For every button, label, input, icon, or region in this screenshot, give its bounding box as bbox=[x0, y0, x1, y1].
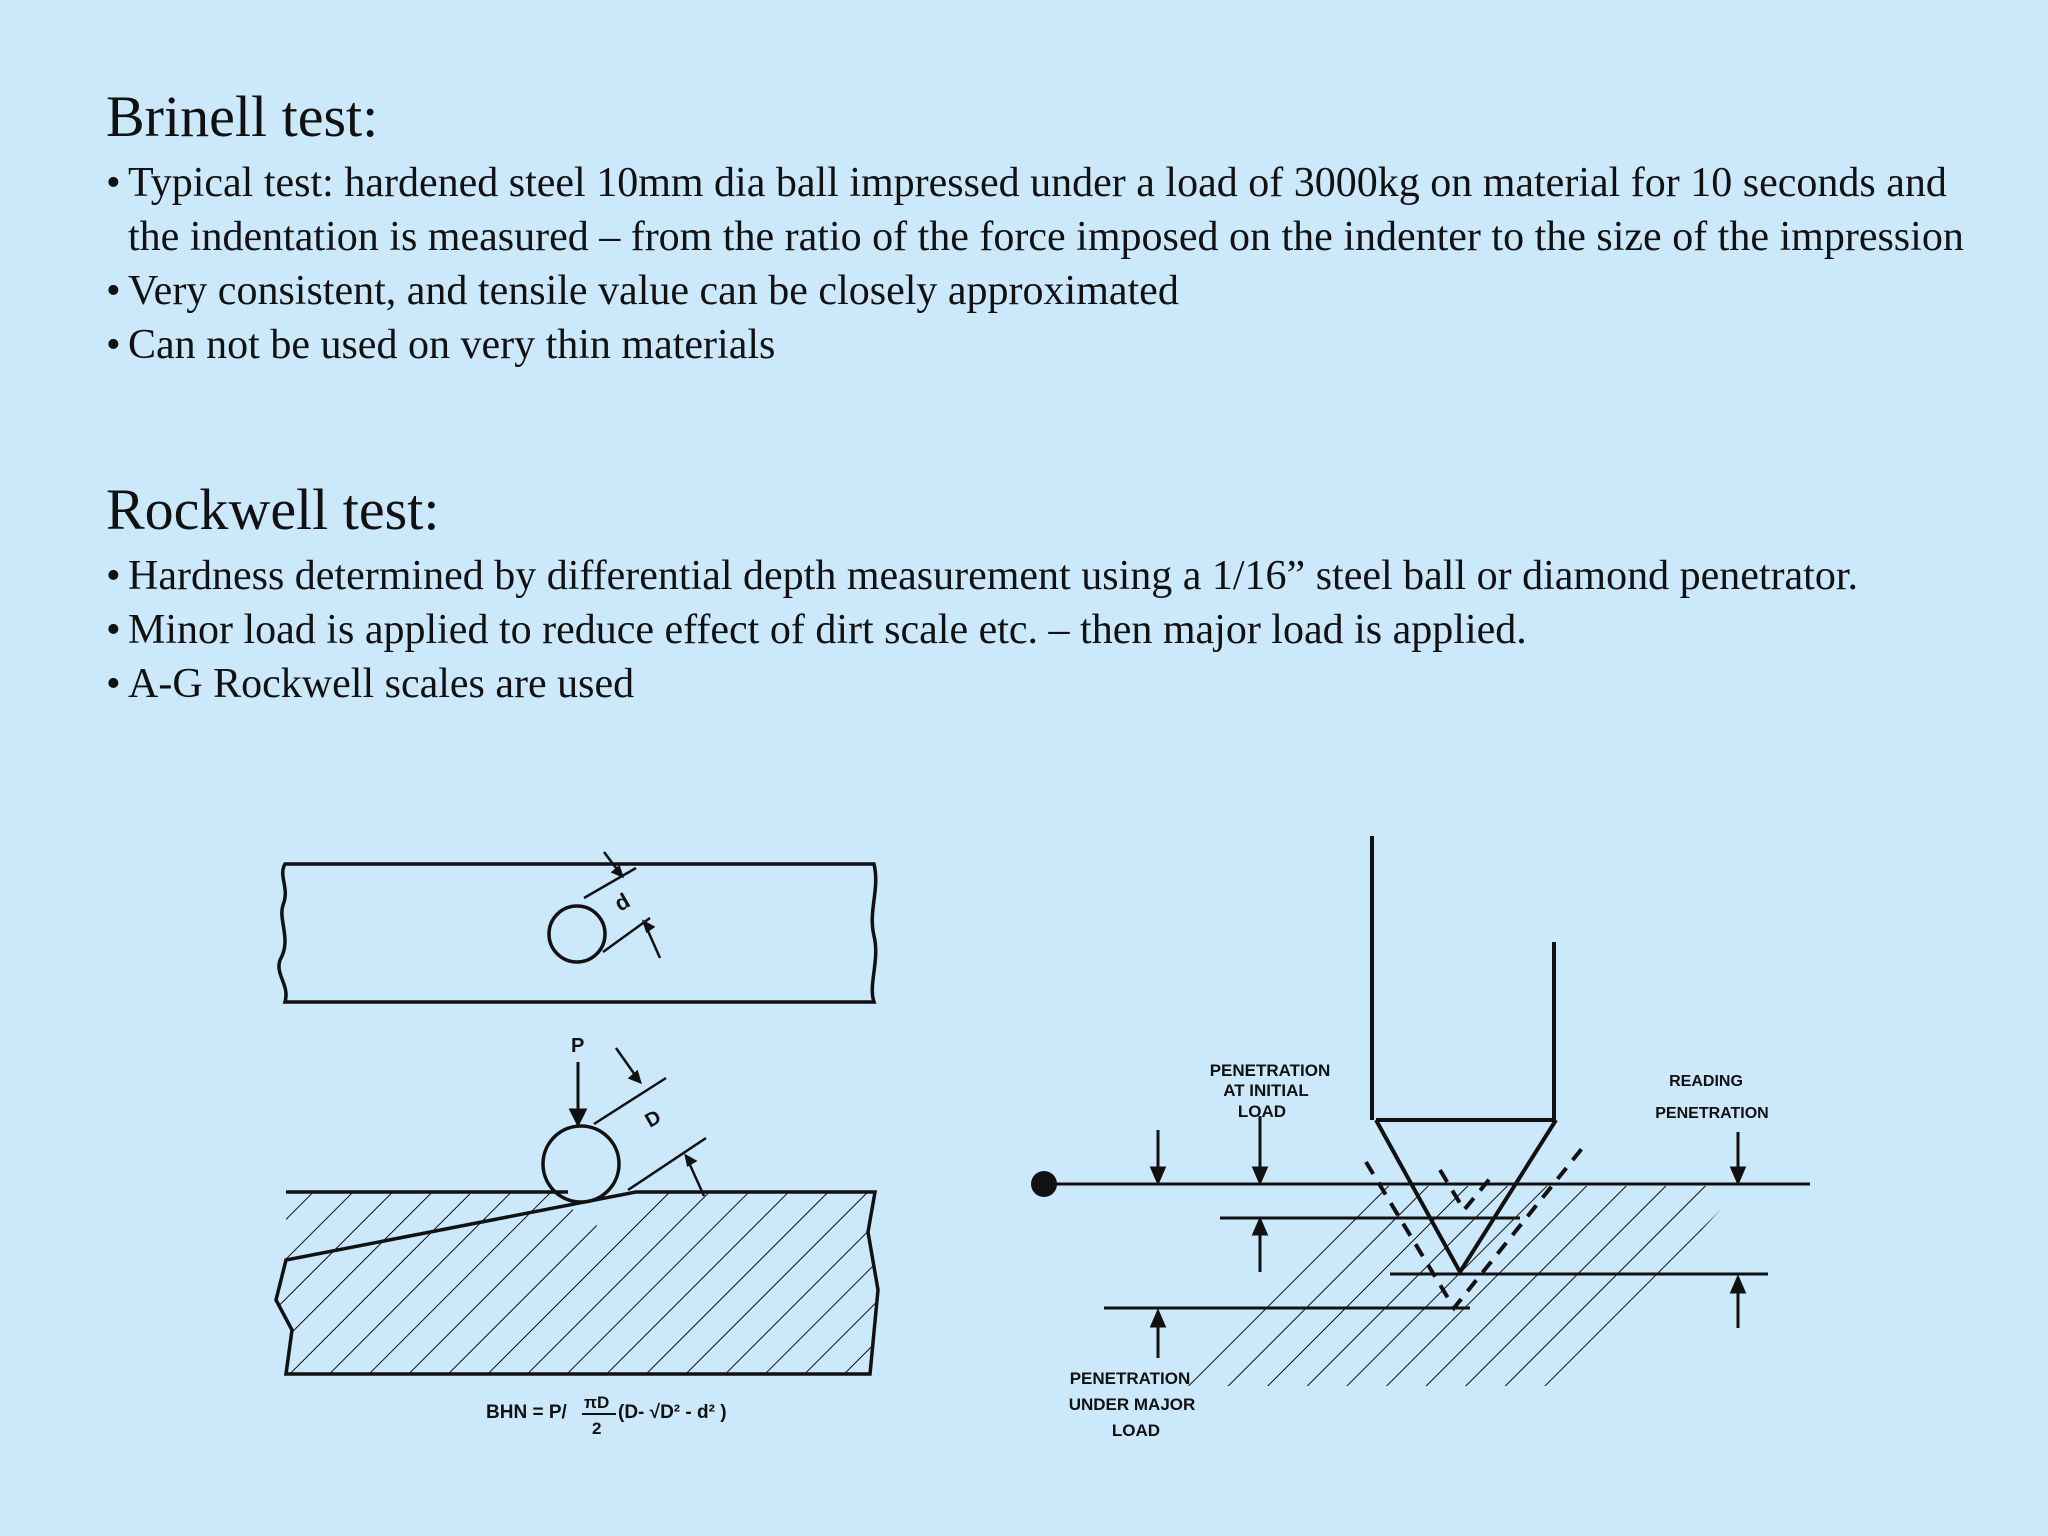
brinell-block-outline bbox=[274, 1190, 880, 1376]
bullet-mark: • bbox=[106, 607, 121, 653]
bullet-text: Typical test: hardened steel 10mm dia ba… bbox=[128, 160, 1964, 260]
brinell-bullet-thin-materials: •Can not be used on very thin materials bbox=[106, 318, 1966, 372]
brinell-bullet-list: •Typical test: hardened steel 10mm dia b… bbox=[106, 156, 1966, 372]
brinell-dimension-d-large bbox=[593, 1047, 707, 1197]
brinell-diagram: d P D BHN = P/ πD 2 (D- √D² - d² ) bbox=[274, 851, 880, 1438]
rockwell-indenter bbox=[1370, 836, 1558, 1276]
brinell-label-d-large: D bbox=[642, 1106, 666, 1132]
rockwell-bullet-minor-load: •Minor load is applied to reduce effect … bbox=[106, 603, 1966, 657]
rockwell-pivot-dot bbox=[1031, 1171, 1057, 1197]
rockwell-heading: Rockwell test: bbox=[106, 477, 440, 542]
formula-suffix: (D- √D² - d² ) bbox=[618, 1402, 727, 1423]
brinell-bullet-typical-test: •Typical test: hardened steel 10mm dia b… bbox=[106, 156, 1966, 264]
bullet-text: Minor load is applied to reduce effect o… bbox=[128, 607, 1527, 653]
rockwell-hatched-material bbox=[1170, 1186, 1742, 1386]
label-reading-line2: PENETRATION bbox=[1655, 1105, 1768, 1122]
rockwell-measure-arrows bbox=[1149, 1116, 1747, 1358]
label-reading-line1: READING bbox=[1669, 1073, 1743, 1090]
formula-denominator: 2 bbox=[592, 1419, 601, 1438]
rockwell-bullet-list: •Hardness determined by differential dep… bbox=[106, 549, 1966, 711]
brinell-load-arrow bbox=[568, 1062, 588, 1128]
brinell-formula: BHN = P/ πD 2 (D- √D² - d² ) bbox=[486, 1393, 727, 1438]
bullet-mark: • bbox=[106, 268, 121, 314]
rockwell-diagram: PENETRATION AT INITIAL LOAD READING PENE… bbox=[1031, 836, 1810, 1440]
bullet-mark: • bbox=[106, 322, 121, 368]
bullet-text: Hardness determined by differential dept… bbox=[128, 553, 1859, 599]
rockwell-bullet-scales: •A-G Rockwell scales are used bbox=[106, 657, 1966, 711]
brinell-dimension-d-small bbox=[583, 851, 662, 959]
brinell-top-plate bbox=[277, 862, 878, 1004]
bullet-mark: • bbox=[106, 661, 121, 707]
rockwell-bullet-differential-depth: •Hardness determined by differential dep… bbox=[106, 549, 1966, 603]
label-major-load-line2: UNDER MAJOR bbox=[1069, 1395, 1196, 1414]
label-initial-load-line2: AT INITIAL bbox=[1223, 1081, 1309, 1100]
bullet-mark: • bbox=[106, 160, 121, 206]
brinell-indentation-circle bbox=[547, 904, 607, 964]
bullet-text: A-G Rockwell scales are used bbox=[128, 661, 635, 707]
bullet-mark: • bbox=[106, 553, 121, 599]
label-initial-load-line3: LOAD bbox=[1238, 1102, 1286, 1121]
brinell-label-p: P bbox=[571, 1035, 584, 1057]
label-major-load-line1: PENETRATION bbox=[1070, 1369, 1191, 1388]
formula-prefix: BHN = P/ bbox=[486, 1402, 567, 1423]
brinell-label-d-small: d bbox=[610, 888, 634, 916]
brinell-heading: Brinell test: bbox=[106, 84, 379, 149]
formula-numerator: πD bbox=[584, 1393, 609, 1412]
brinell-hatched-block bbox=[276, 1192, 878, 1374]
bullet-text: Very consistent, and tensile value can b… bbox=[128, 268, 1179, 314]
bullet-text: Can not be used on very thin materials bbox=[128, 322, 776, 368]
label-initial-load-line1: PENETRATION bbox=[1210, 1061, 1331, 1080]
brinell-bullet-consistent: •Very consistent, and tensile value can … bbox=[106, 264, 1966, 318]
label-major-load-line3: LOAD bbox=[1112, 1421, 1160, 1440]
rockwell-reference-lines bbox=[1046, 1182, 1810, 1310]
